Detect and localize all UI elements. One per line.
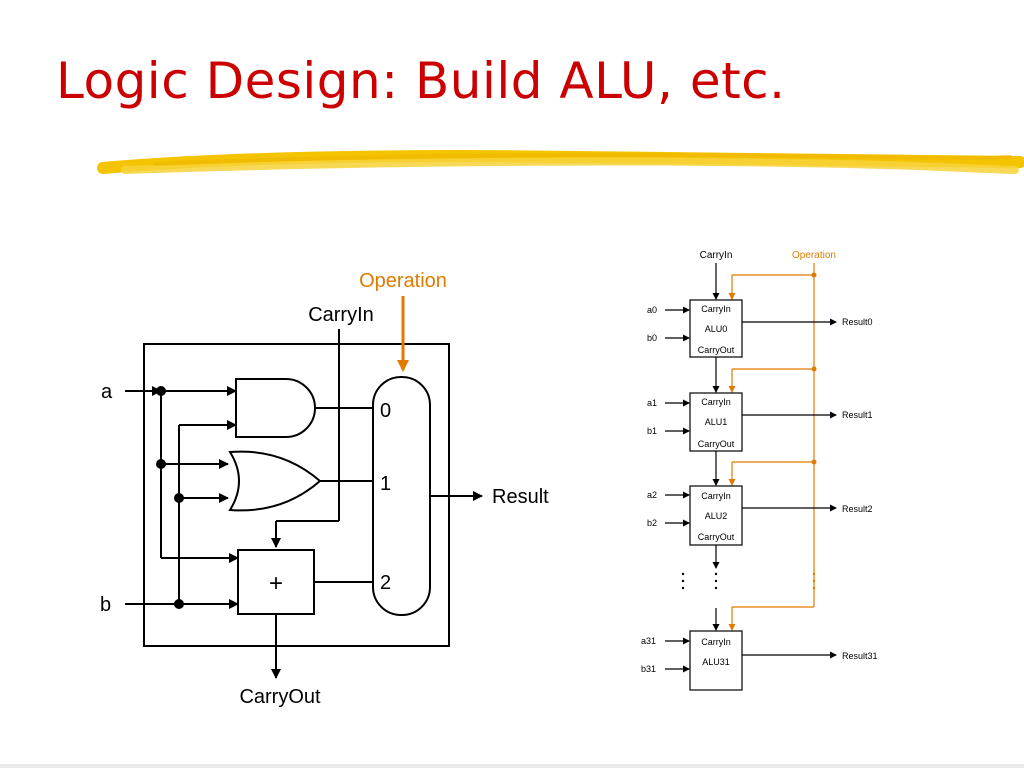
alu-stage-2: CarryIn ALU2 CarryOut a2 b2 Result2 xyxy=(647,485,873,546)
and-gate xyxy=(235,378,316,438)
single-bit-alu xyxy=(125,329,483,679)
alu-stage-0: CarryIn ALU0 CarryOut a0 b0 Result0 xyxy=(647,299,873,358)
stage-name: ALU31 xyxy=(702,657,730,667)
stage-carry-in: CarryIn xyxy=(701,304,731,314)
result-label: Result xyxy=(492,486,549,508)
stage-carry-in: CarryIn xyxy=(701,491,731,501)
stage-input-b: b31 xyxy=(641,664,656,674)
stage-name: ALU1 xyxy=(705,417,728,427)
ripple-operation-label: Operation xyxy=(792,250,836,261)
stage-name: ALU0 xyxy=(705,324,728,334)
footer-divider xyxy=(0,764,1024,768)
stage-input-a: a0 xyxy=(647,305,657,315)
adder-symbol: + xyxy=(269,570,283,597)
alu-stage-31: CarryIn ALU31 a31 b31 Result31 xyxy=(641,630,878,691)
stage-carry-out: CarryOut xyxy=(698,345,735,355)
mux-input-0: 0 xyxy=(380,400,391,422)
highlight-underline xyxy=(97,150,1024,174)
stage-carry-out: CarryOut xyxy=(698,532,735,542)
carry-in-label: CarryIn xyxy=(308,304,374,326)
stage-carry-in: CarryIn xyxy=(701,397,731,407)
operation-label: Operation xyxy=(359,270,447,292)
or-gate xyxy=(228,450,322,512)
stage-input-a: a1 xyxy=(647,398,657,408)
mux-input-1: 1 xyxy=(380,473,391,495)
stage-result: Result31 xyxy=(842,651,878,661)
stage-carry-out: CarryOut xyxy=(698,439,735,449)
ripple-carry-in-label: CarryIn xyxy=(700,250,733,261)
alu-stage-1: CarryIn ALU1 CarryOut a1 b1 Result1 xyxy=(647,392,873,452)
stage-result: Result2 xyxy=(842,504,873,514)
stage-carry-in: CarryIn xyxy=(701,637,731,647)
stage-input-b: b2 xyxy=(647,518,657,528)
stage-result: Result1 xyxy=(842,410,873,420)
alu-enclosure xyxy=(143,343,450,647)
carry-out-label: CarryOut xyxy=(239,686,321,708)
slide-title: Logic Design: Build ALU, etc. xyxy=(56,52,786,110)
stage-result: Result0 xyxy=(842,317,873,327)
stage-input-a: a2 xyxy=(647,490,657,500)
stage-name: ALU2 xyxy=(705,511,728,521)
mux-input-2: 2 xyxy=(380,572,391,594)
input-b-label: b xyxy=(100,594,111,616)
ripple-carry-alu: CarryIn Operation xyxy=(641,250,878,691)
input-a-label: a xyxy=(101,381,113,403)
stage-input-a: a31 xyxy=(641,636,656,646)
junction-dots xyxy=(156,386,184,609)
stage-input-b: b0 xyxy=(647,333,657,343)
stage-input-b: b1 xyxy=(647,426,657,436)
